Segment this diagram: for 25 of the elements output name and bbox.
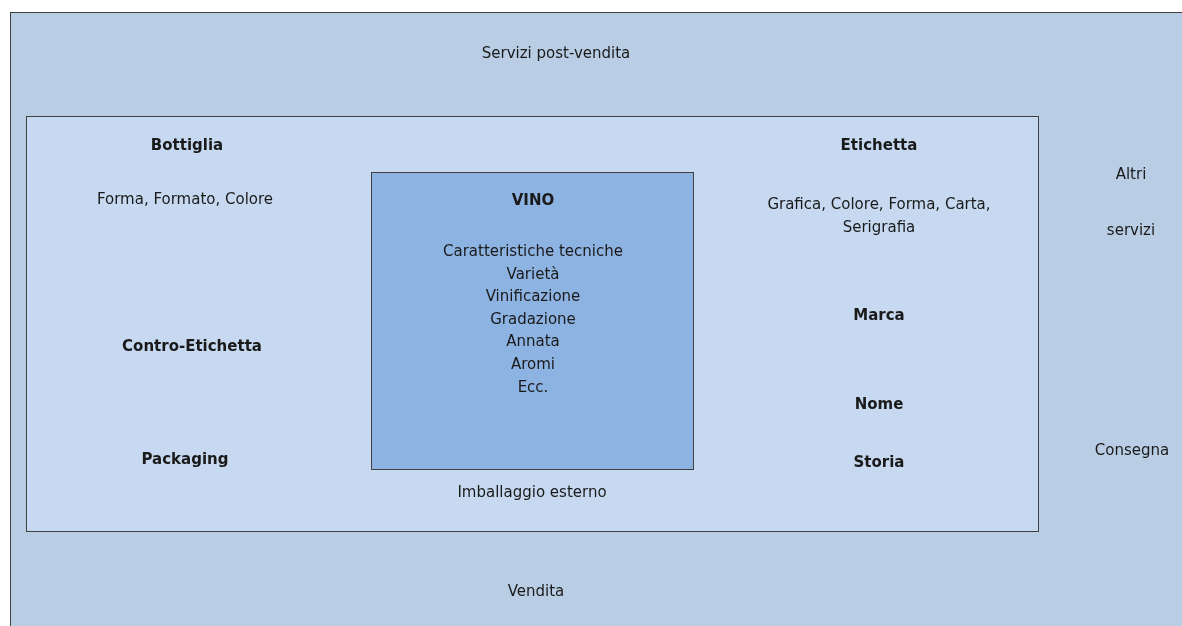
region-box xyxy=(371,172,694,470)
label-text: Ecc. xyxy=(517,376,549,398)
heading-text: Marca xyxy=(853,304,905,326)
label-text: Grafica, Colore, Forma, Carta, Serigrafia xyxy=(766,193,992,237)
heading-text: Contro-Etichetta xyxy=(122,335,262,357)
label-text: Servizi post-vendita xyxy=(481,42,631,64)
label-text: Aromi xyxy=(510,353,556,375)
label-text: Vendita xyxy=(507,580,565,602)
label-text: Caratteristiche tecniche xyxy=(443,240,623,262)
label-text: Imballaggio esterno xyxy=(457,481,607,503)
heading-text: Nome xyxy=(854,393,904,415)
label-text: Altri servizi xyxy=(1105,164,1157,241)
heading-text: Etichetta xyxy=(840,134,918,156)
heading-text: Bottiglia xyxy=(150,134,224,156)
region-box xyxy=(26,116,1039,532)
region-box xyxy=(10,12,1182,626)
label-text: Vinificazione xyxy=(485,285,581,307)
heading-text: Packaging xyxy=(141,448,229,470)
heading-text: Storia xyxy=(853,451,905,473)
heading-text: VINO xyxy=(511,189,555,211)
label-text: Gradazione xyxy=(490,308,576,330)
label-text: Annata xyxy=(506,331,560,353)
label-text: Forma, Formato, Colore xyxy=(96,188,274,210)
label-text: Varietà xyxy=(506,263,560,285)
label-text: Consegna xyxy=(1094,439,1170,461)
